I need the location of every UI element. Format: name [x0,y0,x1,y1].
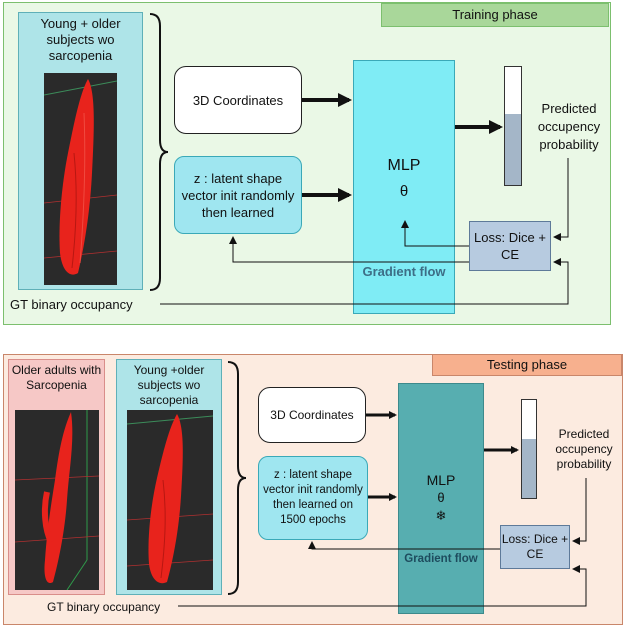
testing-brace [227,361,247,595]
testing-prediction-to-loss-arrow [572,478,587,545]
training-3d-coordinates-box: 3D Coordinates [174,66,302,134]
testing-phase-label: Testing phase [432,354,622,376]
training-prediction-to-loss-arrow [553,158,569,241]
training-coords-label: 3D Coordinates [192,92,284,108]
muscle-image [43,79,118,275]
training-latent-label: z : latent shape vector init randomly th… [181,170,295,220]
training-brace [149,13,169,291]
testing-loss-label: Loss: Dice + CE [501,532,569,561]
training-mlp-label: MLP [387,157,421,174]
training-output-label: Predicted occupency probability [537,101,601,152]
testing-gt-label: GT binary occupancy [47,600,161,614]
training-occupancy-fill [505,114,521,185]
muscle-image [14,410,100,591]
muscle-image [126,414,214,584]
testing-latent-label: z : latent shape vector init randomly th… [263,469,363,526]
training-loss-label: Loss: Dice + CE [474,230,546,262]
testing-loss-to-latent-arrow [308,541,500,550]
training-loss-box: Loss: Dice + CE [469,221,551,271]
testing-subjects-box: Young +older subjects wo sarcopenia [116,359,222,595]
testing-coords-label: 3D Coordinates [270,408,354,422]
training-gt-to-loss-arrow [160,258,569,305]
training-loss-to-latent-arrow [229,236,469,263]
testing-3d-coordinates-box: 3D Coordinates [258,387,366,443]
training-muscle-scan [43,73,118,285]
training-mlp-block: MLP θ Gradient flow [353,60,455,314]
training-phase-label: Training phase [381,3,609,27]
training-subjects-label: Young + older subjects wo sarcopenia [40,16,121,63]
training-gradient-flow-label: Gradient flow [362,264,446,279]
testing-gradient-flow-label: Gradient flow [404,553,478,565]
testing-mlp-block: MLP θ ❄ Gradient flow [398,383,484,614]
testing-loss-box: Loss: Dice + CE [500,525,570,569]
testing-theta-symbol: θ [437,490,445,505]
training-latent-vector-box: z : latent shape vector init randomly th… [174,156,302,234]
sarcopenia-subjects-box: Older adults with Sarcopenia [8,359,105,595]
testing-occupancy-fill [522,439,536,498]
training-occupancy-bar [504,66,522,186]
testing-subjects-label: Young +older subjects wo sarcopenia [133,363,205,407]
testing-mlp-label: MLP [426,472,456,488]
training-loss-to-mlp-arrow [401,220,469,247]
testing-output-label: Predicted occupency probability [555,427,613,471]
testing-occupancy-bar [521,399,537,499]
training-subjects-box: Young + older subjects wo sarcopenia [18,12,143,290]
training-theta-symbol: θ [399,183,409,200]
training-gt-label: GT binary occupancy [10,297,133,312]
testing-gt-to-loss-arrow [178,565,587,607]
sarcopenia-subjects-label: Older adults with Sarcopenia [11,363,102,392]
testing-latent-vector-box: z : latent shape vector init randomly th… [258,456,368,540]
frozen-snowflake-icon: ❄ [435,508,447,523]
sarcopenia-muscle-scan [14,410,100,591]
testing-muscle-scan [126,410,214,590]
